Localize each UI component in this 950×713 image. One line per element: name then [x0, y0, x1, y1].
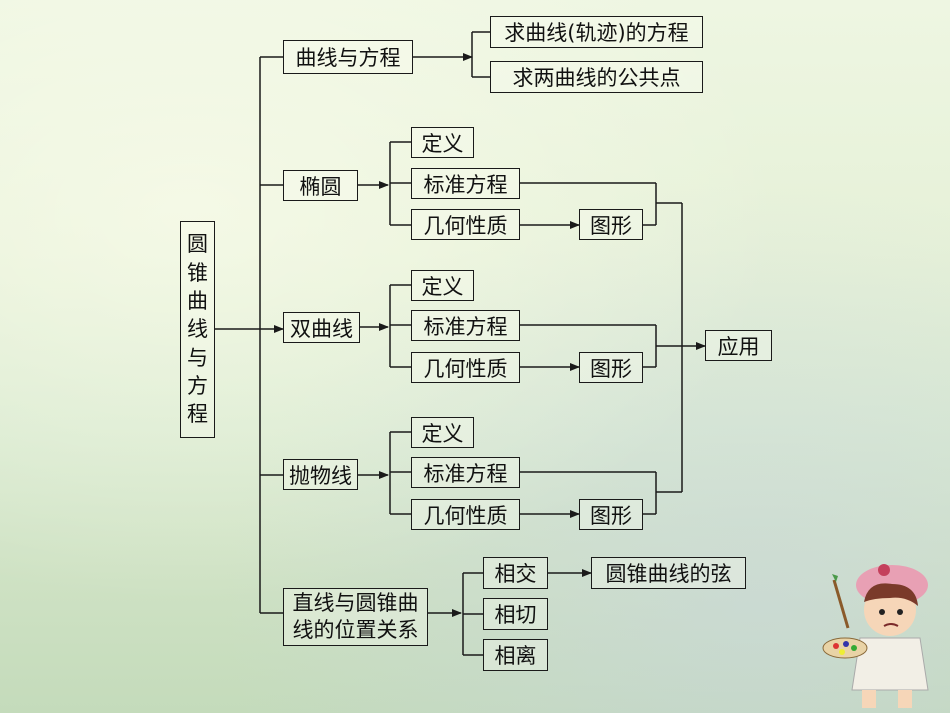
parabola-node: 抛物线 — [283, 459, 358, 490]
line-conic-node: 直线与圆锥曲 线的位置关系 — [283, 588, 428, 646]
parabola-definition: 定义 — [411, 417, 474, 448]
root-char: 程 — [187, 402, 208, 427]
hyperbola-standard-equation: 标准方程 — [411, 310, 520, 341]
curve-equation-node: 曲线与方程 — [283, 40, 413, 74]
root-node: 圆 锥 曲 线 与 方 程 — [180, 221, 215, 438]
line-conic-label-2: 线的位置关系 — [292, 618, 419, 642]
ellipse-geometric-properties: 几何性质 — [411, 209, 520, 240]
root-char: 圆 — [187, 232, 208, 257]
application-node: 应用 — [705, 330, 772, 361]
intersect-node: 相交 — [483, 557, 548, 589]
tangent-node: 相切 — [483, 598, 548, 630]
separate-node: 相离 — [483, 639, 548, 671]
root-char: 与 — [187, 345, 208, 370]
hyperbola-node: 双曲线 — [283, 312, 360, 343]
parabola-geometric-properties: 几何性质 — [411, 499, 520, 530]
ellipse-standard-equation: 标准方程 — [411, 168, 520, 199]
ellipse-definition: 定义 — [411, 127, 474, 158]
hyperbola-definition: 定义 — [411, 270, 474, 301]
root-char: 锥 — [187, 260, 208, 285]
ellipse-figure: 图形 — [579, 209, 643, 240]
root-char: 线 — [187, 317, 208, 342]
hyperbola-figure: 图形 — [579, 352, 643, 383]
line-conic-label-1: 直线与圆锥曲 — [292, 590, 419, 615]
conic-chord-node: 圆锥曲线的弦 — [591, 557, 746, 589]
ellipse-node: 椭圆 — [283, 170, 358, 201]
root-char: 曲 — [187, 288, 208, 313]
parabola-standard-equation: 标准方程 — [411, 457, 520, 488]
root-char: 方 — [187, 374, 208, 399]
painter-girl-illustration — [822, 564, 929, 708]
hyperbola-geometric-properties: 几何性质 — [411, 352, 520, 383]
curve-trajectory-node: 求曲线(轨迹)的方程 — [490, 16, 703, 48]
parabola-figure: 图形 — [579, 499, 643, 530]
common-points-node: 求两曲线的公共点 — [490, 61, 703, 93]
